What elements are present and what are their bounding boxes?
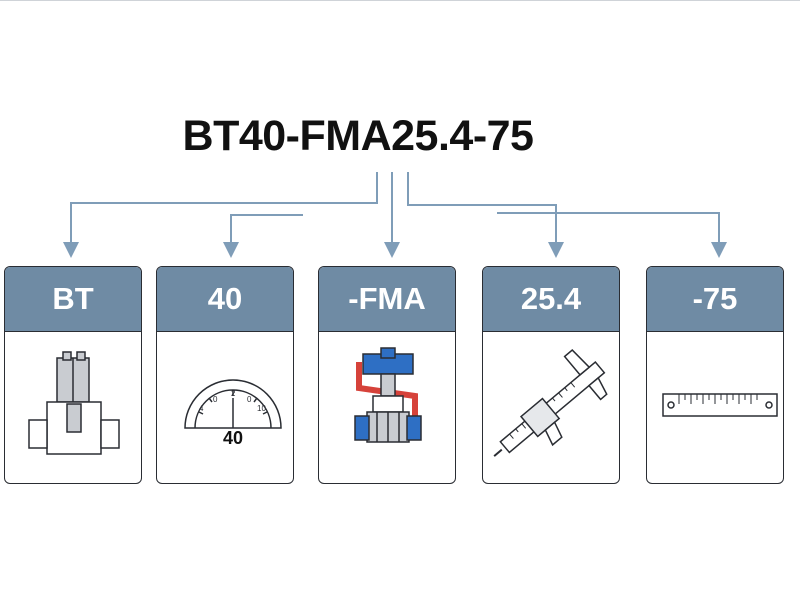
taper-holder-icon	[28, 351, 120, 455]
segment-card-40: 40 4 0 2 0 10 40	[156, 266, 294, 484]
connector-75	[497, 212, 727, 258]
segment-card-fma: -FMA	[318, 266, 456, 484]
segment-label-fma: -FMA	[319, 267, 455, 332]
segment-card-75: -75	[646, 266, 784, 484]
segment-card-254: 25.4	[482, 266, 620, 484]
dial-tick-4: 0	[247, 395, 252, 404]
segment-label-40: 40	[157, 267, 293, 332]
face-mill-arbor-icon	[354, 347, 422, 443]
connector-254	[407, 172, 564, 258]
dial-tick-5: 10	[257, 404, 266, 413]
dial-tick-2: 0	[213, 395, 218, 404]
dial-tick-3: 2	[231, 389, 236, 398]
gauge-dial-icon: 4 0 2 0 10 40	[184, 379, 282, 448]
top-border-line	[0, 0, 800, 1]
part-code-title: BT40-FMA25.4-75	[182, 112, 534, 160]
dial-value: 40	[223, 428, 243, 448]
caliper-icon	[493, 349, 608, 457]
ruler-icon	[662, 393, 778, 417]
segment-label-bt: BT	[5, 267, 141, 332]
dial-tick-1: 4	[199, 404, 204, 413]
segment-card-bt: BT	[4, 266, 142, 484]
segment-label-254: 25.4	[483, 267, 619, 332]
connector-40	[223, 214, 303, 258]
segment-label-75: -75	[647, 267, 783, 332]
connector-bt	[63, 172, 378, 258]
